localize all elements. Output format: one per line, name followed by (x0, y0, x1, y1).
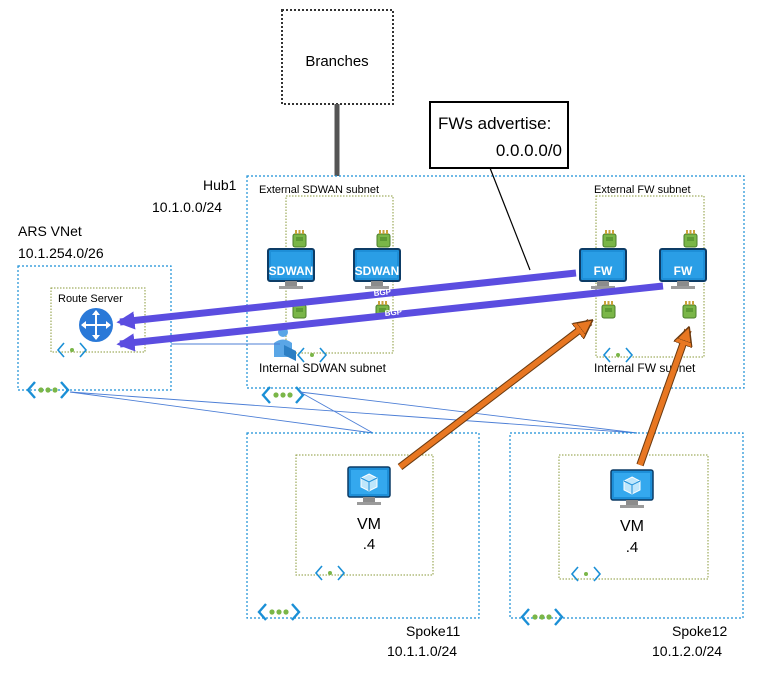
external-fw-subnet-label: External FW subnet (594, 184, 691, 196)
nic-icon (292, 229, 307, 248)
router-icon (79, 308, 113, 342)
vnet-icon (520, 607, 564, 627)
spoke12-subnet-box (558, 454, 709, 580)
subnet-icon (57, 342, 87, 358)
route-server-label: Route Server (58, 293, 123, 305)
branches-box (281, 9, 394, 105)
nic-icon (683, 229, 698, 248)
bgp-arrow-fw1 (116, 269, 577, 330)
ars-vnet-box (17, 265, 172, 391)
nic-icon (602, 229, 617, 248)
nic-icon (376, 229, 391, 248)
subnet-icon (315, 565, 345, 581)
subnet-icon (297, 347, 327, 363)
callout-line2: 0.0.0.0/0 (496, 141, 562, 160)
bgp-arrow-fw2 (116, 282, 664, 352)
hub-name: Hub1 (203, 177, 237, 193)
vnet-icon (261, 385, 305, 405)
spoke11-vm-ip: .4 (363, 536, 376, 553)
peering-lines (69, 343, 638, 434)
ars-name: ARS VNet (18, 223, 82, 239)
spoke11-name: Spoke11 (406, 623, 460, 639)
spoke11-cidr: 10.1.1.0/24 (387, 643, 457, 659)
external-sdwan-subnet-label: External SDWAN subnet (259, 184, 379, 196)
nic-icon (682, 300, 697, 319)
branches-label: Branches (305, 53, 368, 70)
sdwan1-label: SDWAN (269, 264, 314, 278)
spoke12-name: Spoke12 (672, 623, 727, 639)
subnet-icon (571, 566, 601, 582)
hub-vnet-box (246, 175, 745, 389)
internal-fw-subnet-label: Internal FW subnet (594, 361, 696, 375)
callout-box (429, 101, 569, 169)
bgp-label-1: BGP (373, 287, 392, 298)
spoke12-vnet-box (509, 432, 744, 619)
internal-sdwan-subnet-label: Internal SDWAN subnet (259, 361, 387, 375)
fw1-label: FW (594, 264, 613, 278)
spoke11-vnet-box (246, 432, 480, 619)
spoke12-cidr: 10.1.2.0/24 (652, 643, 722, 659)
nic-icon (601, 300, 616, 319)
vm-cube-icon (347, 466, 391, 506)
spoke12-vm-label: VM (620, 518, 644, 535)
ars-cidr: 10.1.254.0/26 (18, 245, 104, 261)
spoke11-subnet-box (295, 454, 434, 576)
spoke12-vm-ip: .4 (626, 539, 639, 556)
spoke11-vm-label: VM (357, 516, 381, 533)
callout-pointer (489, 167, 531, 271)
subnet-icon (603, 347, 633, 363)
sdwan2-label: SDWAN (355, 264, 400, 278)
fw2-label: FW (674, 264, 693, 278)
bgp-label-2: BGP (384, 307, 403, 318)
vm-cube-icon (610, 469, 654, 509)
hub-cidr: 10.1.0.0/24 (152, 199, 222, 215)
callout-line1: FWs advertise: (438, 114, 551, 133)
